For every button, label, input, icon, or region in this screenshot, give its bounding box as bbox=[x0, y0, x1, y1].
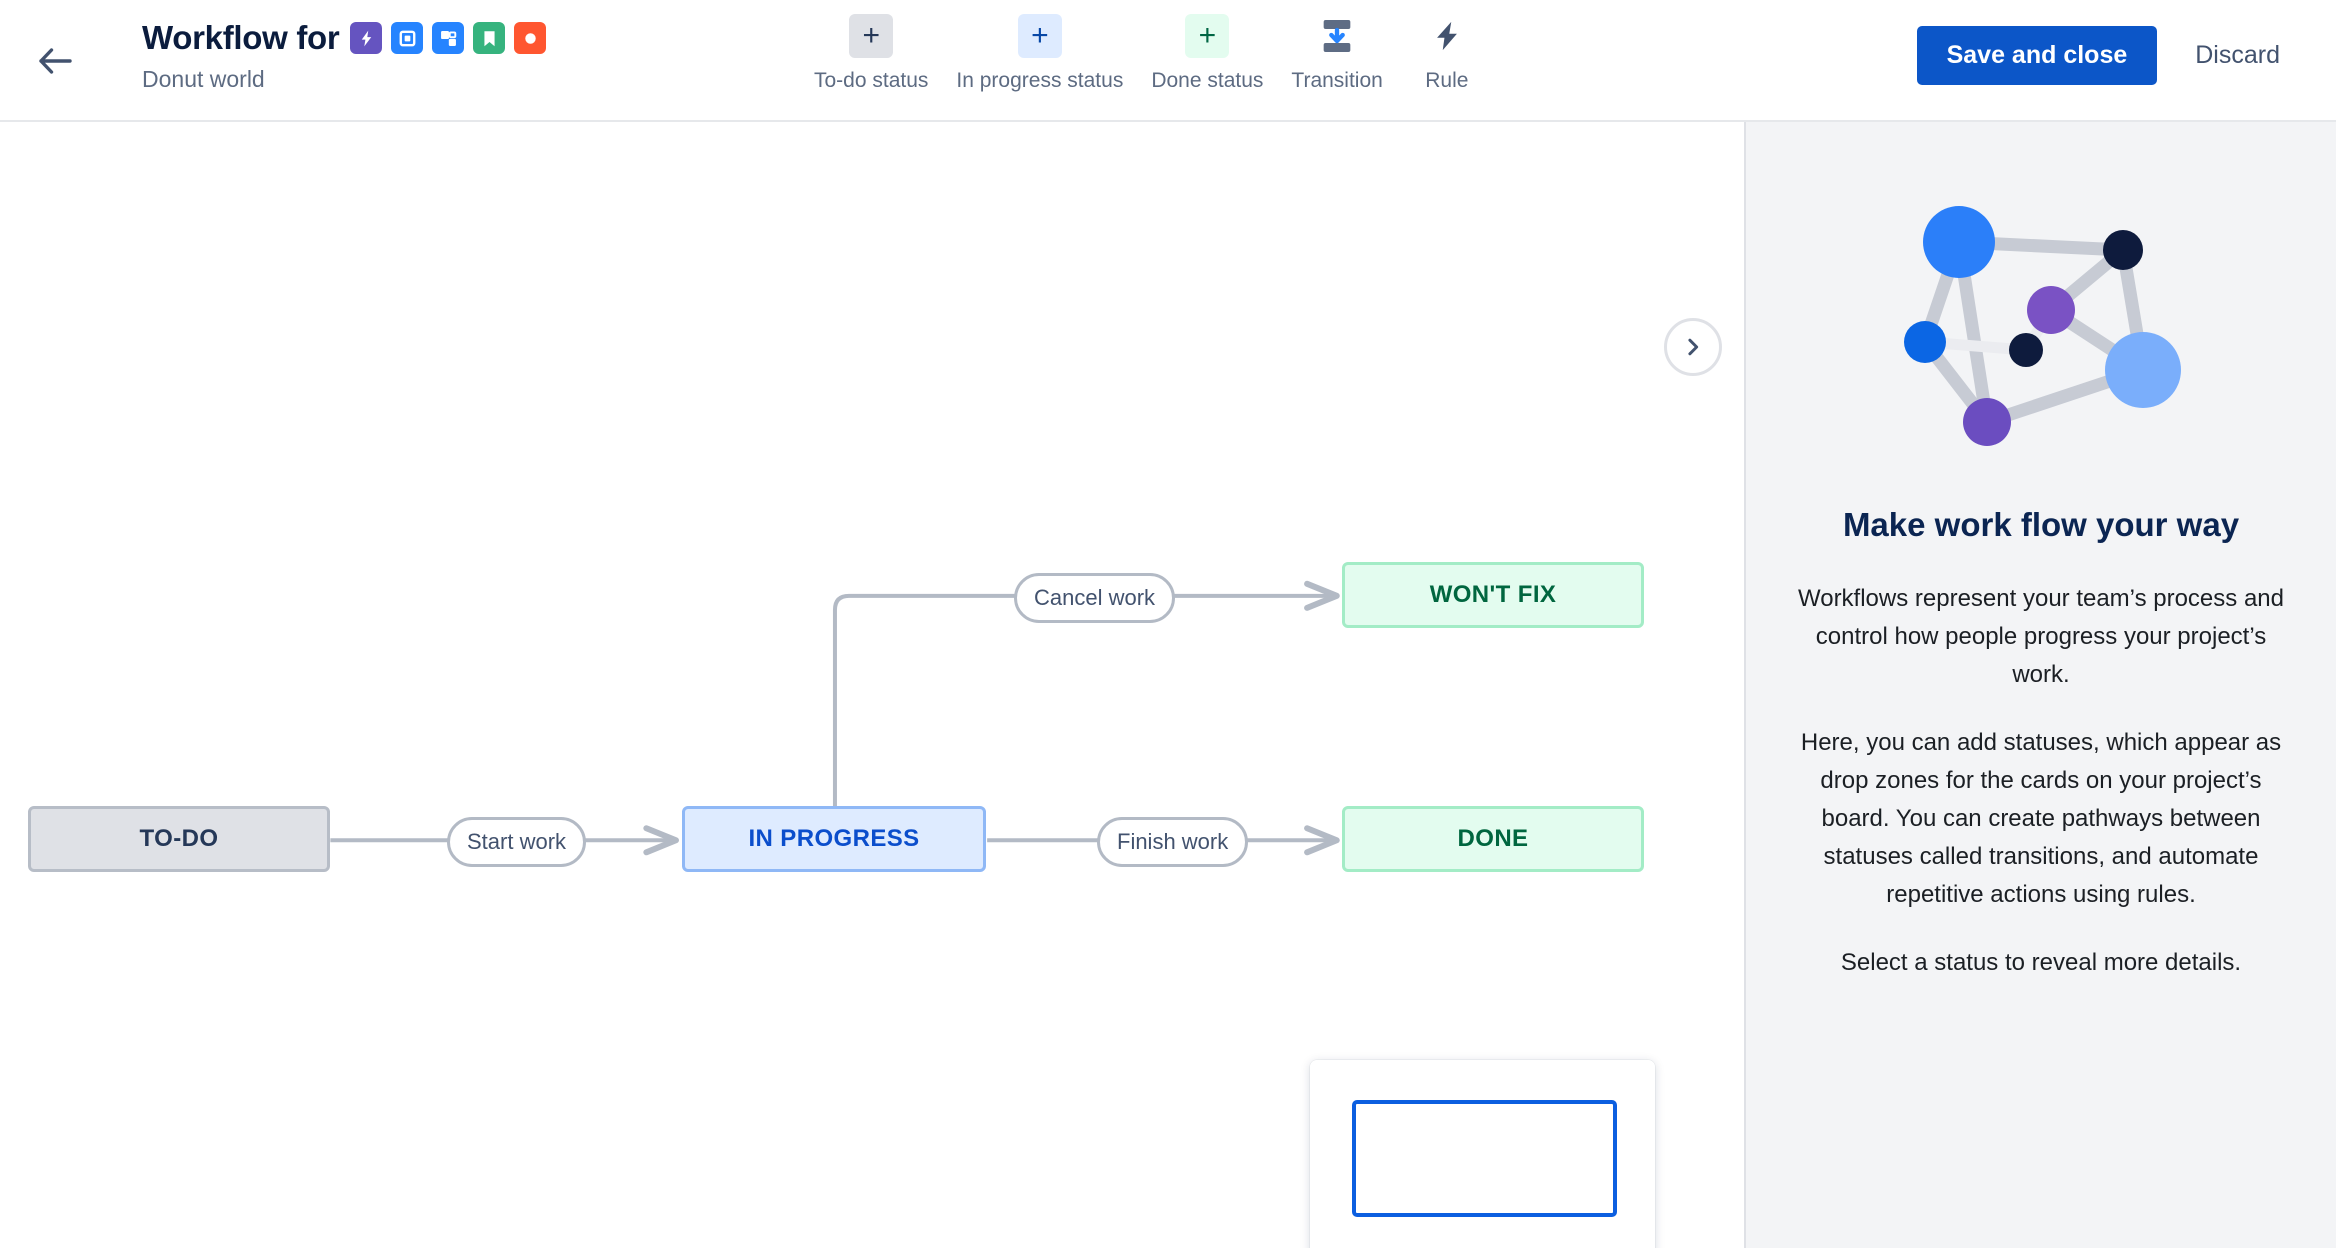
story-type-icon[interactable] bbox=[473, 22, 506, 54]
status-node-done-label: DONE bbox=[1457, 825, 1529, 852]
canvas-minimap[interactable] bbox=[1310, 1060, 1655, 1248]
page-title: Workflow for bbox=[142, 19, 340, 56]
page-subtitle: Donut world bbox=[142, 66, 265, 92]
task-type-icon[interactable] bbox=[391, 22, 424, 54]
add-in-progress-status-label: In progress status bbox=[956, 69, 1124, 92]
add-transition-button[interactable]: Transition bbox=[1277, 14, 1396, 94]
minimap-viewport-rect[interactable] bbox=[1352, 1100, 1617, 1217]
add-todo-status-label: To-do status bbox=[814, 69, 929, 92]
subtask-type-icon[interactable] bbox=[432, 22, 465, 54]
back-button[interactable] bbox=[32, 38, 78, 84]
lightning-bolt-icon bbox=[1425, 14, 1469, 58]
add-rule-label: Rule bbox=[1425, 69, 1469, 92]
plus-icon: + bbox=[849, 14, 894, 58]
status-node-in-progress[interactable]: IN PROGRESS bbox=[682, 806, 986, 872]
plus-icon: + bbox=[1017, 14, 1062, 58]
plus-icon: + bbox=[1185, 14, 1230, 58]
transition-finish-work-label: Finish work bbox=[1117, 829, 1229, 854]
bug-type-icon[interactable] bbox=[514, 22, 547, 54]
transition-finish-work[interactable]: Finish work bbox=[1097, 817, 1249, 867]
app-header: Workflow for bbox=[0, 0, 2336, 122]
discard-button[interactable]: Discard bbox=[2173, 26, 2302, 85]
save-and-close-button[interactable]: Save and close bbox=[1916, 26, 2158, 85]
epic-type-icon[interactable] bbox=[350, 22, 383, 54]
transition-start-work[interactable]: Start work bbox=[447, 817, 587, 867]
transition-start-work-label: Start work bbox=[467, 829, 567, 854]
transition-icon bbox=[1315, 14, 1359, 58]
transition-cancel-work-label: Cancel work bbox=[1034, 585, 1156, 610]
title-block: Workflow for bbox=[142, 18, 547, 94]
arrow-left-icon bbox=[39, 48, 72, 74]
add-transition-label: Transition bbox=[1291, 69, 1383, 92]
header-actions: Save and close Discard bbox=[1916, 26, 2302, 85]
chevron-right-icon bbox=[1688, 338, 1699, 356]
minimap-viewport-area[interactable] bbox=[1310, 1060, 1655, 1248]
panel-paragraph-1: Workflows represent your team’s process … bbox=[1798, 585, 2284, 688]
panel-paragraph-3: Select a status to reveal more details. bbox=[1840, 949, 2242, 976]
transition-cancel-work[interactable]: Cancel work bbox=[1014, 573, 1176, 623]
collapse-panel-button[interactable] bbox=[1664, 318, 1722, 376]
status-node-wont-fix-label: WON'T FIX bbox=[1429, 581, 1557, 608]
info-panel: Make work flow your way Workflows repres… bbox=[1744, 122, 2336, 1248]
add-in-progress-status-button[interactable]: + In progress status bbox=[942, 14, 1137, 94]
workflow-network-illustration bbox=[1904, 206, 2181, 446]
status-node-done[interactable]: DONE bbox=[1342, 806, 1644, 872]
panel-title: Make work flow your way bbox=[1842, 506, 2240, 543]
workflow-canvas[interactable]: TO-DO IN PROGRESS WON'T FIX DONE Start w… bbox=[0, 122, 1744, 1248]
status-node-in-progress-label: IN PROGRESS bbox=[748, 825, 920, 852]
panel-paragraph-2: Here, you can add statuses, which appear… bbox=[1800, 729, 2282, 908]
status-node-todo[interactable]: TO-DO bbox=[28, 806, 330, 872]
add-rule-button[interactable]: Rule bbox=[1397, 14, 1497, 94]
issue-type-icon-group bbox=[350, 22, 547, 54]
status-node-wont-fix[interactable]: WON'T FIX bbox=[1342, 562, 1644, 628]
status-node-todo-label: TO-DO bbox=[139, 825, 219, 852]
add-done-status-button[interactable]: + Done status bbox=[1137, 14, 1277, 94]
editor-body: TO-DO IN PROGRESS WON'T FIX DONE Start w… bbox=[0, 122, 2336, 1248]
add-done-status-label: Done status bbox=[1151, 69, 1264, 92]
add-todo-status-button[interactable]: + To-do status bbox=[800, 14, 942, 94]
toolbar: + To-do status + In progress status + Do… bbox=[800, 14, 1497, 94]
